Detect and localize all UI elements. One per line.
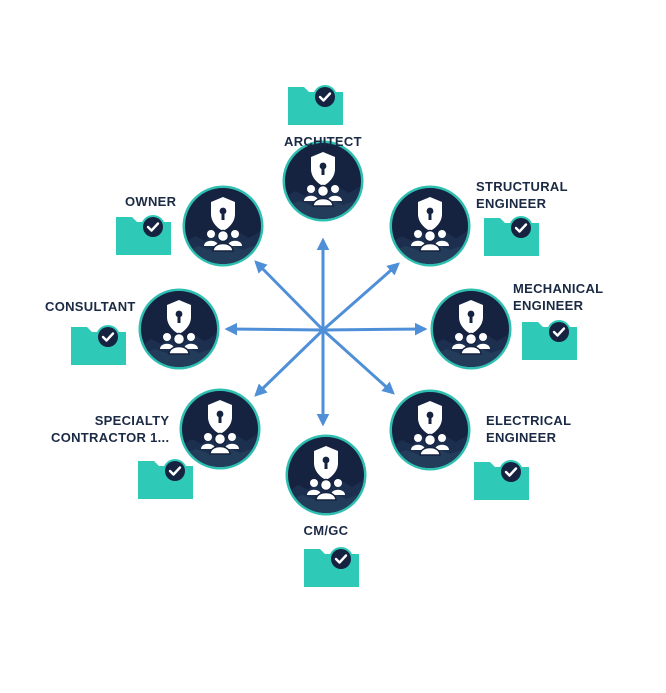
node-consultant-shield-lock-team-icon <box>139 289 220 370</box>
node-structural-shield-lock-team-icon <box>390 186 471 267</box>
node-specialty-shield-lock-team-icon <box>180 389 261 470</box>
arrow-to-electrical <box>321 328 395 395</box>
arrow-to-owner <box>254 260 325 332</box>
node-label-owner: OWNER <box>125 193 176 210</box>
folder-architect-folder-check-icon <box>288 83 345 127</box>
node-label-line: ARCHITECT <box>284 134 362 149</box>
node-label-structural: STRUCTURAL ENGINEER <box>476 178 568 212</box>
node-label-mechanical: MECHANICAL ENGINEER <box>513 280 603 314</box>
node-label-line: CM/GC <box>303 523 349 538</box>
node-label-line: OWNER <box>125 194 177 209</box>
folder-specialty-folder-check-icon <box>138 457 195 501</box>
node-mechanical-shield-lock-team-icon <box>431 289 512 370</box>
node-label-line: ENGINEER <box>486 430 557 445</box>
folder-cmgc-folder-check-icon <box>304 545 361 589</box>
node-label-consultant: CONSULTANT <box>45 298 136 315</box>
node-electrical-shield-lock-team-icon <box>390 390 471 471</box>
arrows <box>224 237 428 427</box>
arrow-to-mechanical <box>322 322 428 336</box>
folder-owner-folder-check-icon <box>116 213 173 257</box>
folder-consultant-folder-check-icon <box>71 323 128 367</box>
node-label-line: SPECIALTY <box>94 413 170 428</box>
node-label-line: CONSULTANT <box>45 299 136 314</box>
arrow-to-specialty <box>254 328 325 397</box>
node-owner-shield-lock-team-icon <box>183 186 264 267</box>
node-label-line: ELECTRICAL <box>486 413 572 428</box>
node-label-line: CONTRACTOR 1... <box>51 430 170 445</box>
folder-structural-folder-check-icon <box>484 214 541 258</box>
node-label-line: STRUCTURAL <box>476 179 568 194</box>
node-label-line: ENGINEER <box>513 298 584 313</box>
node-label-line: ENGINEER <box>476 196 547 211</box>
node-cmgc-shield-lock-team-icon <box>286 435 367 516</box>
node-label-line: MECHANICAL <box>513 281 604 296</box>
arrow-to-consultant <box>224 322 324 336</box>
arrow-to-structural <box>322 262 400 332</box>
node-label-cmgc: CM/GC <box>304 522 349 539</box>
node-label-electrical: ELECTRICAL ENGINEER <box>486 412 571 446</box>
folder-mechanical-folder-check-icon <box>522 318 579 362</box>
node-architect-shield-lock-team-icon <box>283 141 364 222</box>
node-label-specialty: SPECIALTY CONTRACTOR 1... <box>51 412 169 446</box>
folder-electrical-folder-check-icon <box>474 458 531 502</box>
node-label-architect: ARCHITECT <box>284 133 362 150</box>
